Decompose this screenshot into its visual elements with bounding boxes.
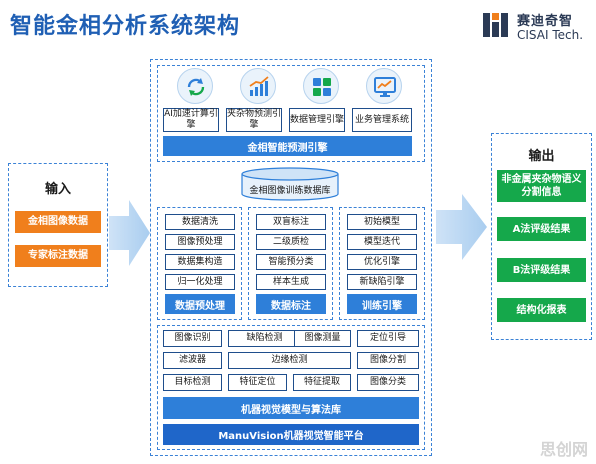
flow-arrow-right-icon	[109, 200, 150, 266]
input-item: 专家标注数据	[15, 245, 101, 267]
column-item: 智能预分类	[256, 254, 326, 270]
column-item: 归一化处理	[165, 274, 235, 290]
engine-icon-wrap	[177, 68, 213, 104]
algorithm-section	[157, 325, 425, 450]
page-title: 智能金相分析系统架构	[10, 14, 241, 39]
refresh-cycle-icon	[187, 78, 205, 96]
column-item: 样本生成	[256, 274, 326, 290]
algorithm-item: 图像识别	[163, 330, 222, 347]
algorithm-item: 目标检测	[163, 374, 222, 391]
algorithm-item: 特征定位	[228, 374, 287, 391]
output-item: B法评级结果	[497, 258, 586, 282]
engine-icon-wrap	[240, 68, 276, 104]
preprocess-column	[157, 207, 242, 320]
output-panel	[491, 133, 592, 340]
column-item: 新缺陷引擎	[347, 274, 417, 290]
column-item: 二级质检	[256, 234, 326, 250]
growth-chart-icon	[249, 76, 269, 96]
database-cylinder-icon	[241, 167, 339, 201]
training-column	[339, 207, 425, 320]
monitor-chart-icon	[374, 77, 396, 97]
engine-module: AI加速计算引擎	[163, 108, 219, 132]
main-architecture-panel	[150, 59, 432, 456]
output-item: A法评级结果	[497, 217, 586, 241]
engine-module: 数据管理引擎	[289, 108, 345, 132]
column-item: 图像预处理	[165, 234, 235, 250]
output-item: 结构化报表	[497, 298, 586, 322]
algorithm-item: 缺陷检测	[228, 330, 301, 347]
training-bar: 训练引擎	[347, 294, 417, 314]
algorithm-item: 图像测量	[294, 330, 351, 347]
platform-bar: ManuVision机器视觉智能平台	[163, 424, 419, 445]
watermark: 思创网	[540, 440, 589, 459]
cisai-logo-icon	[483, 13, 508, 37]
input-title: 输入	[44, 182, 71, 197]
input-panel	[8, 163, 108, 287]
training-database: 金相图像训练数据库	[241, 167, 339, 201]
logo-text-en: CISAI Tech.	[517, 28, 584, 42]
output-title: 输出	[528, 149, 555, 164]
engine-icon-wrap	[366, 68, 402, 104]
column-item: 优化引擎	[347, 254, 417, 270]
algorithm-library-bar: 机器视觉模型与算法库	[163, 397, 419, 419]
input-item: 金相图像数据	[15, 211, 101, 233]
engine-icon-wrap	[303, 68, 339, 104]
engine-module: 夹杂物预测引擎	[226, 108, 282, 132]
output-item: 非金属夹杂物语义分割信息	[497, 170, 586, 202]
column-item: 数据清洗	[165, 214, 235, 230]
column-item: 数据集构造	[165, 254, 235, 270]
database-label: 金相图像训练数据库	[249, 186, 331, 196]
logo-text-cn: 赛迪奇智	[517, 14, 574, 29]
engine-section	[157, 65, 425, 162]
preprocess-bar: 数据预处理	[165, 294, 235, 314]
column-item: 模型迭代	[347, 234, 417, 250]
algorithm-item: 滤波器	[163, 352, 222, 369]
algorithm-item: 边缘检测	[228, 352, 351, 369]
engine-module: 业务管理系统	[352, 108, 412, 132]
algorithm-item: 特征提取	[293, 374, 351, 391]
algorithm-item: 定位引导	[357, 330, 419, 347]
flow-arrow-right-icon	[436, 194, 487, 260]
company-logo: 赛迪奇智 CISAI Tech.	[481, 8, 593, 46]
algorithm-item: 图像分割	[357, 352, 419, 369]
column-item: 双盲标注	[256, 214, 326, 230]
column-item: 初始模型	[347, 214, 417, 230]
annotation-column	[248, 207, 333, 320]
prediction-engine-bar: 金相智能预测引擎	[163, 136, 412, 156]
grid-blocks-icon	[313, 78, 331, 96]
annotation-bar: 数据标注	[256, 294, 326, 314]
algorithm-item: 图像分类	[357, 374, 419, 391]
